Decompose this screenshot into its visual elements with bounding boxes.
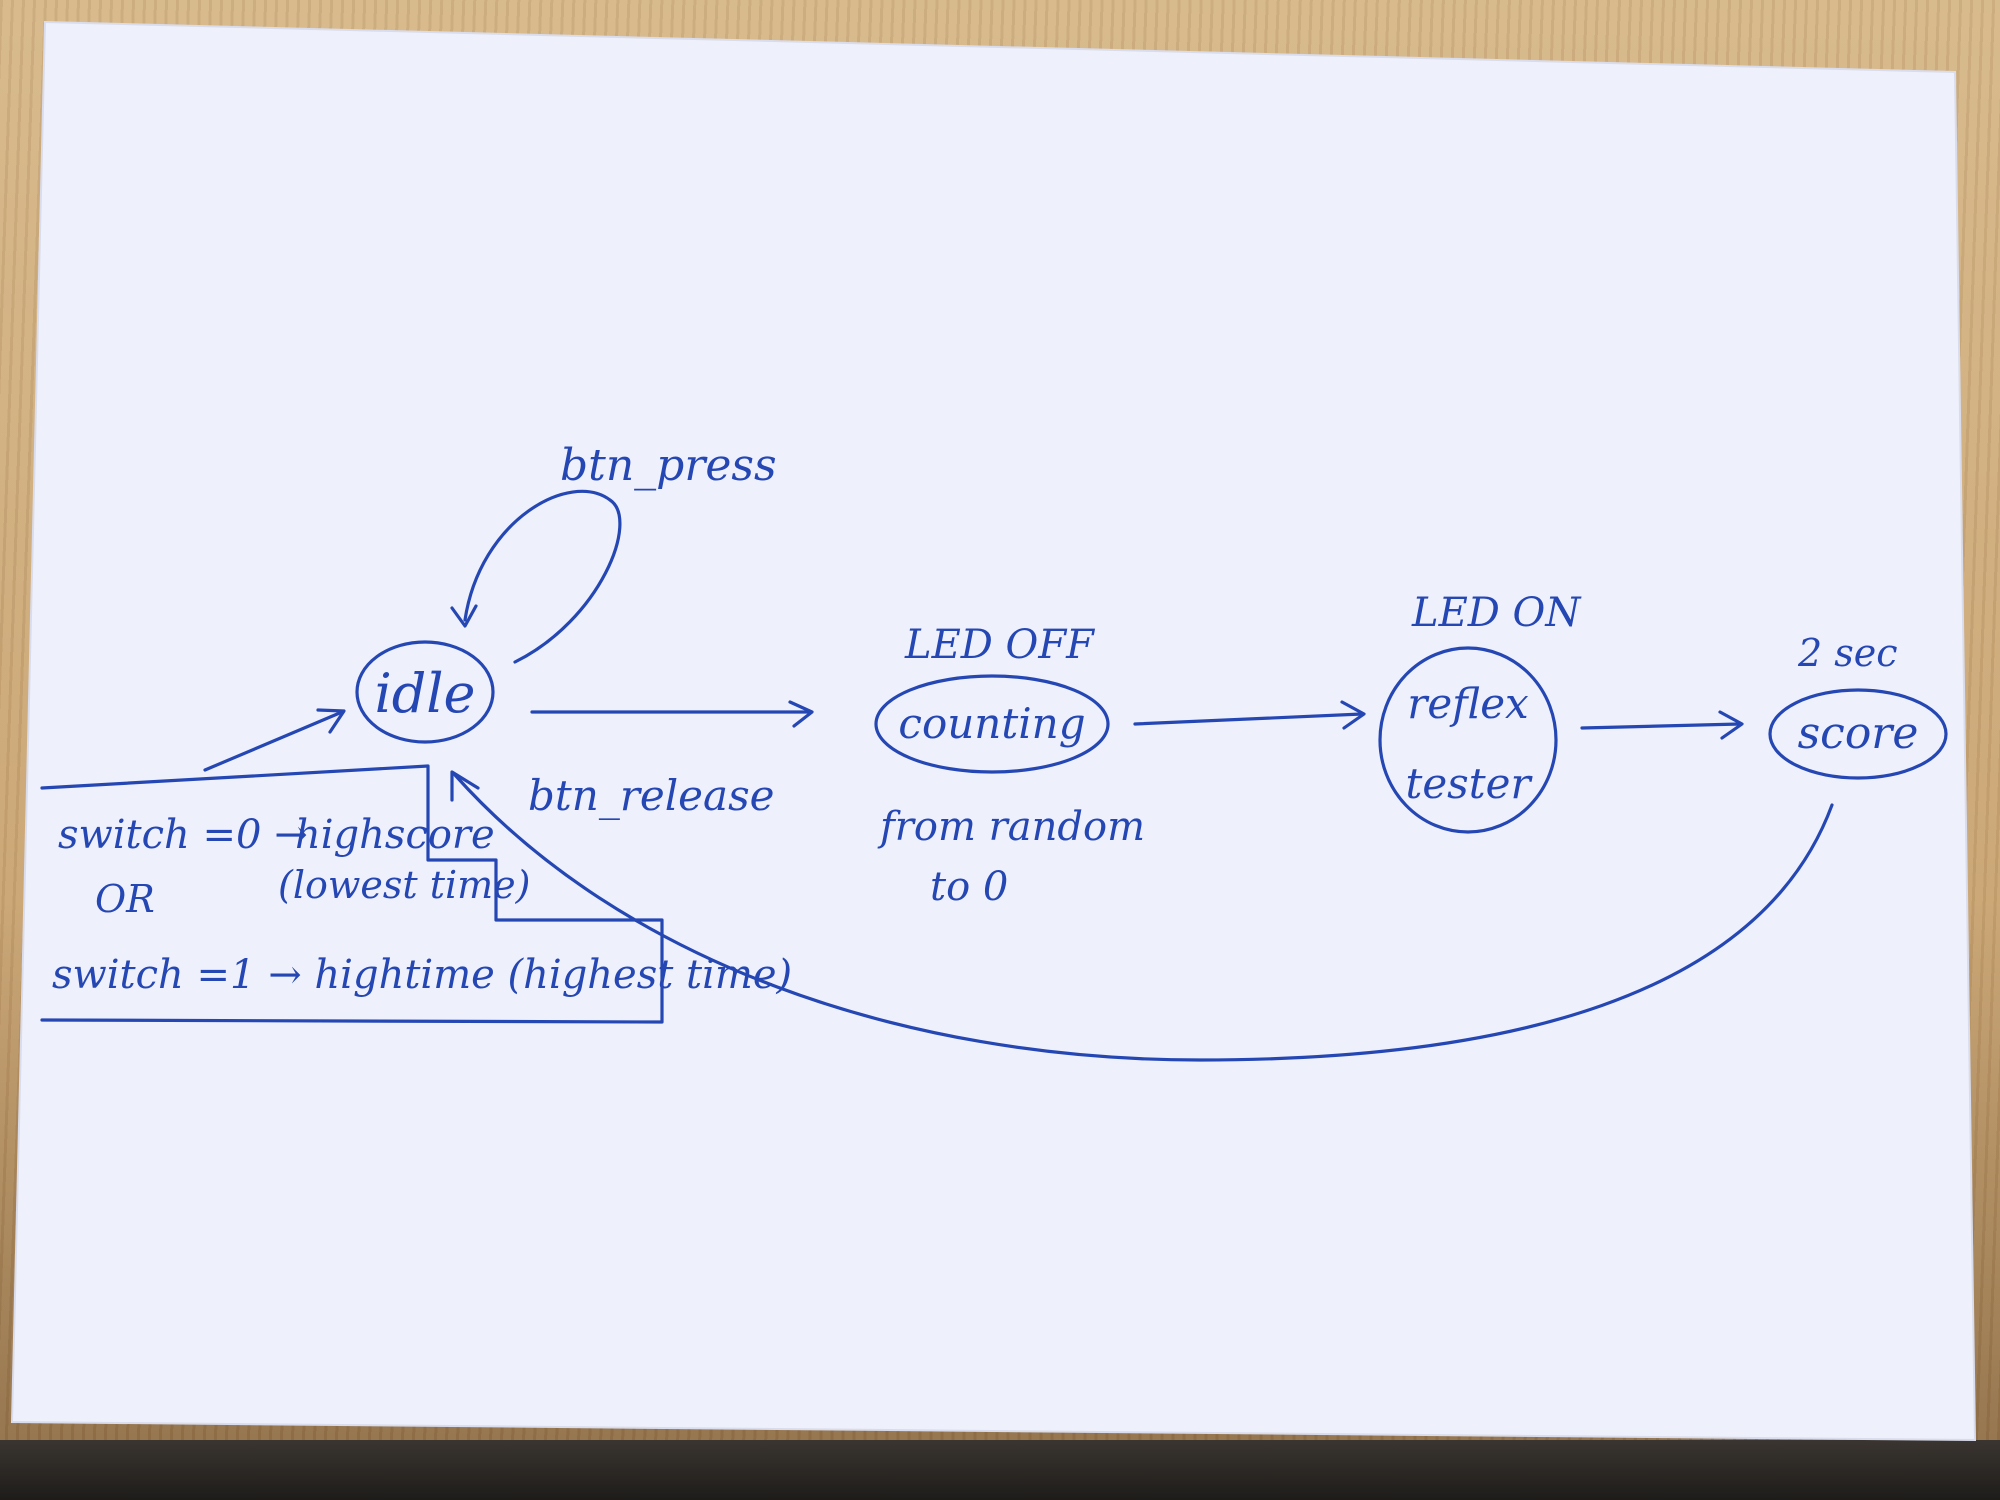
label-led-off: LED OFF: [904, 622, 1095, 668]
label-btn-press: btn_press: [560, 440, 777, 491]
label-2-sec: 2 sec: [1797, 631, 1898, 675]
state-idle-label: idle: [374, 662, 475, 725]
note-line1-switch0: switch =0 →: [58, 812, 308, 858]
note-or: OR: [95, 877, 155, 921]
state-counting-circle: [874, 674, 1110, 774]
state-reflex-label-1: reflex: [1407, 679, 1529, 728]
arrow-counting-to-reflex: [1133, 712, 1364, 726]
state-reflex-label-2: tester: [1405, 759, 1533, 808]
arrow-counting-to-reflex-head: [1340, 700, 1366, 730]
note-line1-highscore: highscore: [295, 812, 495, 858]
state-reflex-tester-circle: [1378, 646, 1558, 834]
arrow-reflex-to-score: [1580, 722, 1742, 730]
state-score-label: score: [1798, 708, 1919, 759]
label-btn-release: btn_release: [528, 771, 774, 820]
note-box-outline: [40, 764, 664, 1024]
state-counting-label: counting: [898, 699, 1085, 748]
state-idle-circle: [355, 640, 495, 744]
state-score-circle: [1768, 688, 1948, 780]
note-line3-switch1: switch =1 → hightime (highest time): [52, 952, 792, 998]
arrow-reflex-to-score-head: [1718, 710, 1744, 740]
label-to-zero: to 0: [930, 864, 1008, 910]
self-loop-arrow: [463, 489, 622, 664]
arrow-score-to-idle: [453, 773, 1834, 1062]
arrow-score-to-idle-head: [450, 770, 480, 802]
label-led-on: LED ON: [1411, 590, 1582, 636]
label-from-random: from random: [877, 804, 1145, 850]
desk-edge-shadow: [0, 1440, 2000, 1500]
arrow-idle-to-counting-head: [788, 700, 814, 728]
entry-arrow: [203, 710, 344, 772]
entry-arrowhead: [316, 708, 346, 734]
note-line2-lowest-time: (lowest time): [278, 863, 531, 907]
self-loop-arrowhead: [450, 604, 478, 628]
paper: [10, 20, 1977, 1442]
